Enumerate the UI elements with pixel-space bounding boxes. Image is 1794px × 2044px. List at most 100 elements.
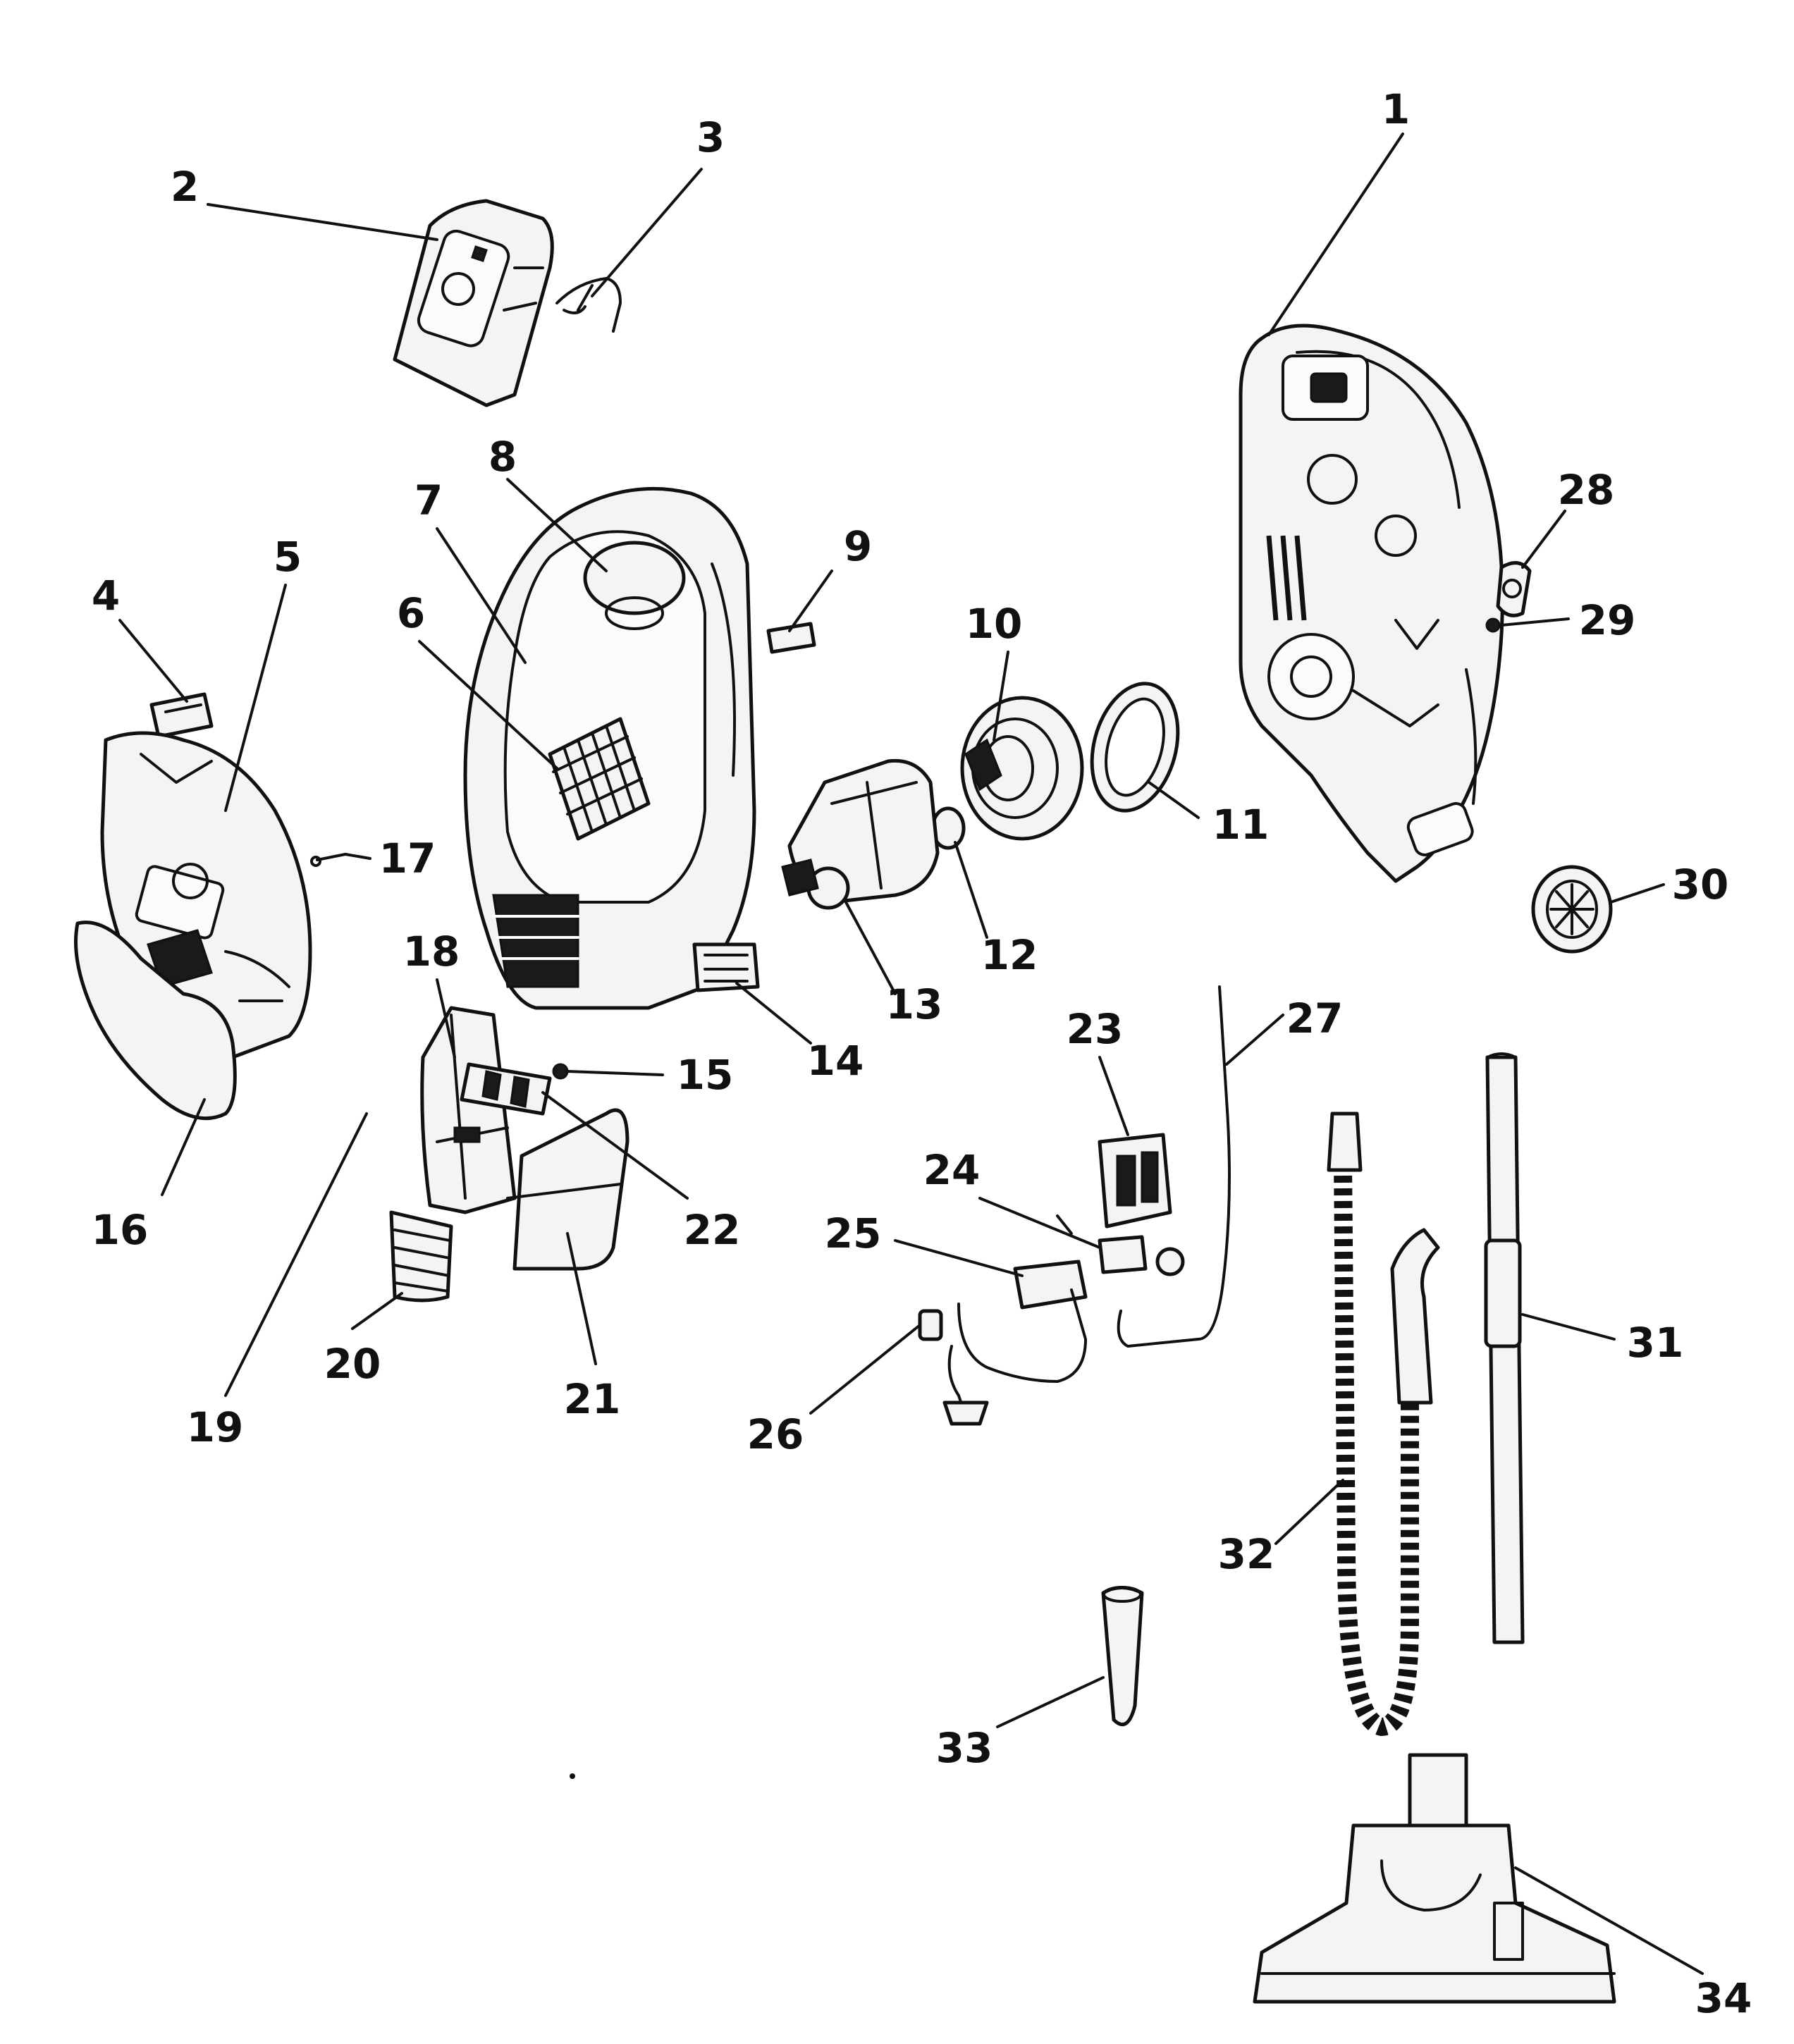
leader-13 [844, 901, 897, 995]
callout-21: 21 [564, 1375, 621, 1423]
leader-32 [1274, 1479, 1344, 1545]
callout-26: 26 [747, 1410, 804, 1458]
part-29-washer [1485, 617, 1501, 633]
part-10-motor-fan [960, 696, 1084, 841]
leader-21 [566, 1232, 597, 1365]
callout-34: 34 [1695, 1974, 1752, 2022]
part-32-hose [1327, 1112, 1440, 1737]
leader-30 [1609, 883, 1665, 904]
callout-29: 29 [1579, 596, 1636, 644]
leader-14 [735, 982, 812, 1045]
part-9-button [766, 622, 816, 654]
leader-17 [344, 853, 371, 860]
leader-3 [591, 168, 703, 297]
callout-1: 1 [1382, 85, 1410, 133]
callout-11: 11 [1212, 801, 1270, 849]
leader-27 [1225, 1014, 1284, 1066]
callout-28: 28 [1558, 466, 1615, 514]
part-31-extension-wand [1484, 1052, 1525, 1644]
callout-2: 2 [171, 163, 199, 211]
part-24-connector [1056, 1214, 1185, 1276]
callout-18: 18 [403, 928, 460, 975]
part-22-grille-insert [460, 1062, 552, 1116]
leader-1 [1267, 133, 1404, 336]
leader-10 [993, 651, 1009, 741]
callout-5: 5 [274, 533, 302, 581]
callout-16: 16 [92, 1206, 149, 1254]
leader-lines [118, 133, 1704, 1975]
leader-19 [224, 1112, 368, 1397]
callout-19: 19 [187, 1403, 244, 1451]
callout-8: 8 [489, 433, 517, 481]
callout-15: 15 [677, 1051, 734, 1099]
part-26-power-cord [918, 1288, 1087, 1426]
callout-10: 10 [966, 600, 1023, 648]
filter-grid [548, 717, 651, 841]
part-14-filter-pad [692, 942, 760, 992]
callout-24: 24 [923, 1146, 981, 1194]
part-4-latch [149, 692, 214, 739]
part-16-lower-cover [74, 921, 237, 1121]
leader-5 [224, 584, 287, 812]
callout-31: 31 [1627, 1319, 1684, 1367]
leader-18 [436, 978, 456, 1059]
leader-22 [541, 1091, 689, 1200]
leader-34 [1514, 1866, 1704, 1975]
leader-9 [788, 570, 833, 632]
part-17-pin [310, 853, 347, 867]
leader-33 [996, 1676, 1105, 1728]
callout-4: 4 [92, 572, 120, 620]
leader-31 [1521, 1313, 1616, 1341]
leader-26 [809, 1324, 921, 1415]
leader-12 [954, 841, 988, 939]
callout-6: 6 [397, 589, 425, 637]
leader-8 [506, 478, 608, 572]
callout-30: 30 [1672, 861, 1729, 909]
leader-11 [1148, 781, 1200, 819]
leader-6 [418, 640, 558, 770]
callout-20: 20 [324, 1340, 381, 1388]
leader-2 [207, 203, 438, 241]
part-34-floor-nozzle [1253, 1753, 1616, 2004]
part-11-gasket-ring [1090, 682, 1180, 813]
leader-23 [1098, 1056, 1129, 1136]
part-13-motor [781, 758, 940, 910]
part-3-clip [555, 277, 622, 333]
part-6-7-8-main-body [463, 486, 756, 1010]
callout-12: 12 [981, 931, 1038, 979]
part-33-crevice-tool [1101, 1586, 1144, 1727]
callout-13: 13 [886, 980, 943, 1028]
callout-23: 23 [1067, 1005, 1124, 1053]
part-23-switch [1098, 1133, 1172, 1229]
leader-20 [351, 1292, 403, 1330]
leader-25 [894, 1239, 1024, 1277]
callout-14: 14 [807, 1037, 864, 1085]
callout-25: 25 [825, 1209, 882, 1257]
leader-24 [978, 1197, 1101, 1249]
callout-9: 9 [844, 522, 872, 570]
part-18-19-chassis [420, 1006, 517, 1214]
callout-labels: 1 2 3 4 5 6 7 8 9 10 11 12 13 14 15 16 1… [92, 85, 1752, 2022]
body-grille [492, 894, 579, 988]
callout-27: 27 [1286, 995, 1344, 1042]
callout-3: 3 [696, 113, 725, 161]
callout-7: 7 [414, 476, 443, 524]
part-1-rear-housing [1239, 324, 1504, 883]
part-20-vent-grille [389, 1210, 453, 1303]
leader-15 [566, 1070, 664, 1076]
callout-33: 33 [936, 1724, 993, 1772]
leader-4 [118, 619, 188, 703]
part-21-rear-cover [506, 1108, 629, 1271]
stray-dot [570, 1773, 575, 1779]
part-2-control-cover [393, 199, 554, 407]
callout-17: 17 [379, 835, 436, 882]
part-15-screw [552, 1063, 569, 1080]
callout-32: 32 [1218, 1530, 1275, 1578]
part-25-switch-housing [1013, 1260, 1088, 1310]
part-27-wire [1117, 985, 1231, 1348]
leader-29 [1500, 617, 1570, 627]
leader-16 [161, 1098, 206, 1196]
leader-7 [436, 527, 527, 664]
leader-28 [1521, 510, 1566, 569]
